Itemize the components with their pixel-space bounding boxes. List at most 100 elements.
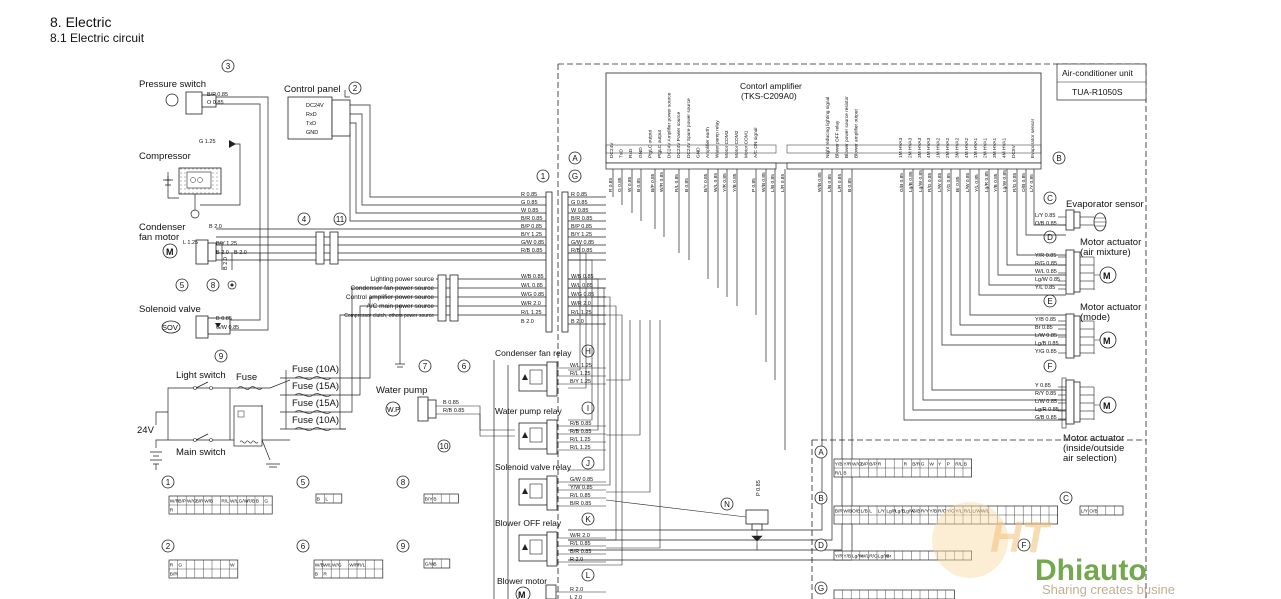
svg-text:R: R [323,572,327,578]
amp-pin-label: PtgLC output [647,129,653,158]
svg-text:B/P: B/P [178,499,186,505]
svg-text:8: 8 [401,478,406,487]
left-wire-label: B 2.0 [234,250,247,256]
harness-wire-label: B/R 0.85 [521,216,542,222]
svg-text:B: B [818,494,823,503]
svg-text:W/L: W/L [230,499,239,505]
amp-pin-label: Motor COM1 [743,130,749,158]
marker-j: J [581,456,595,470]
svg-text:M: M [518,590,526,599]
condenser-fan-relay [518,361,558,397]
svg-text:11: 11 [336,215,345,224]
amp-wire-label: G 0.85 [617,177,623,192]
blower-motor: M [515,584,557,599]
marker-l: L [581,568,595,582]
svg-text:2: 2 [166,542,171,551]
power-source-label: Lighting power source [370,276,434,283]
svg-text:G/B: G/B [912,509,920,515]
svg-text:M: M [166,247,174,257]
svg-text:L/W: L/W [972,509,981,515]
relay-wire-label: R/L 1.25 [570,445,591,451]
amp-pin-label: 4M HVA1 [1001,137,1007,158]
amp-pin-label: TxD [619,149,625,158]
svg-text:L/B: L/B [861,509,868,515]
svg-text:C: C [1047,194,1053,203]
svg-text:4: 4 [302,215,307,224]
amp-wire-label: L/R 0.85 [780,174,786,192]
blower-motor-label: Blower motor [497,576,547,586]
marker-i: I [581,401,595,415]
fuse-rating-label: Fuse (15A) [292,398,339,409]
svg-text:R/B: R/B [247,499,255,505]
harness-wire-label: R 0.85 [521,192,537,198]
svg-text:SOV: SOV [162,323,178,332]
condenser-fan-motor: M [162,239,237,290]
svg-text:W/L: W/L [861,554,870,560]
amp-wire-label: R/G 0.85 [927,172,933,192]
sensor-wire-label: L/W 0.85 [1035,399,1057,405]
svg-text:P: P [947,462,950,468]
control-panel-pin: DC24V [306,103,324,109]
svg-text:R: R [904,462,908,468]
connector-e [1065,313,1075,359]
svg-text:G/W: G/W [425,562,435,568]
svg-text:C: C [1063,494,1069,503]
left-wire-label: G 1.25 [199,139,216,145]
amp-pin-label: 1M HVA1 [973,137,979,158]
marker-3: 3 [221,59,235,73]
svg-text:Y/B: Y/B [835,462,843,468]
sensor-wire-label: L/W 0.85 [1035,333,1057,339]
svg-text:Y/L: Y/L [955,509,963,515]
svg-text:R: R [170,563,174,569]
harness-wire-label: G/W 0.85 [521,240,544,246]
relay-wire-label: R/B 0.85 [570,421,591,427]
svg-text:W/B: W/B [315,563,324,569]
svg-text:R: R [170,508,174,514]
svg-text:Sharing creates busine: Sharing creates busine [1042,582,1175,597]
marker-g: G [568,169,582,183]
marker-n: N [720,497,734,511]
amp-wire-label: R/L 0.85 [674,174,680,192]
g-wire-label: B/P 0.85 [571,224,592,230]
g-wire-label: G 0.85 [571,200,588,206]
svg-text:B/R: B/R [835,509,844,515]
motor-actuator-inside-label-2: (inside/outside [1063,443,1124,454]
control-panel-label: Control panel [284,84,341,95]
svg-text:Y/G: Y/G [947,509,956,515]
svg-text:R: R [878,462,882,468]
svg-text:M: M [1103,401,1111,411]
sensor-wire-label: Y/L 0.85 [1035,285,1055,291]
amp-wire-label: R 0.85 [608,178,614,192]
amp-wire-label: Lg/W 0.85 [1002,170,1008,192]
control-panel-pin: TxD [306,121,316,127]
harness-wire-label: B/Y 1.25 [521,232,542,238]
svg-text:D: D [818,541,824,550]
amp-wire-label: R/G 0.85 [1012,172,1018,192]
sensor-wire-label: Y/R 0.85 [1035,253,1056,259]
svg-text:G/W: G/W [239,499,249,505]
svg-text:O/B: O/B [1089,509,1097,515]
g-wire-label: W/R 2.0 [571,301,591,307]
svg-text:A: A [572,154,578,163]
left-wire-label: B 2.0 [216,250,229,256]
marker-7: 7 [418,359,432,373]
svg-text:W/G: W/G [852,462,862,468]
sensor-wire-label: L/Y 0.85 [1035,213,1055,219]
amp-wire-label: L/R 0.85 [837,174,843,192]
g-wire-label: G/W 0.85 [571,240,594,246]
svg-text:B/R: B/R [912,462,921,468]
blower-motor-wire-label: R 2.0 [570,587,583,593]
g-wire-label: W 0.85 [571,208,588,214]
amp-pin-label: GND [638,147,644,158]
marker-6: 6 [457,359,471,373]
amp-wire-label: W/B 0.85 [817,172,823,192]
amp-pin-label: 4M HVA2 [964,137,970,158]
svg-text:J: J [586,459,590,468]
svg-text:Y/R: Y/R [843,462,852,468]
